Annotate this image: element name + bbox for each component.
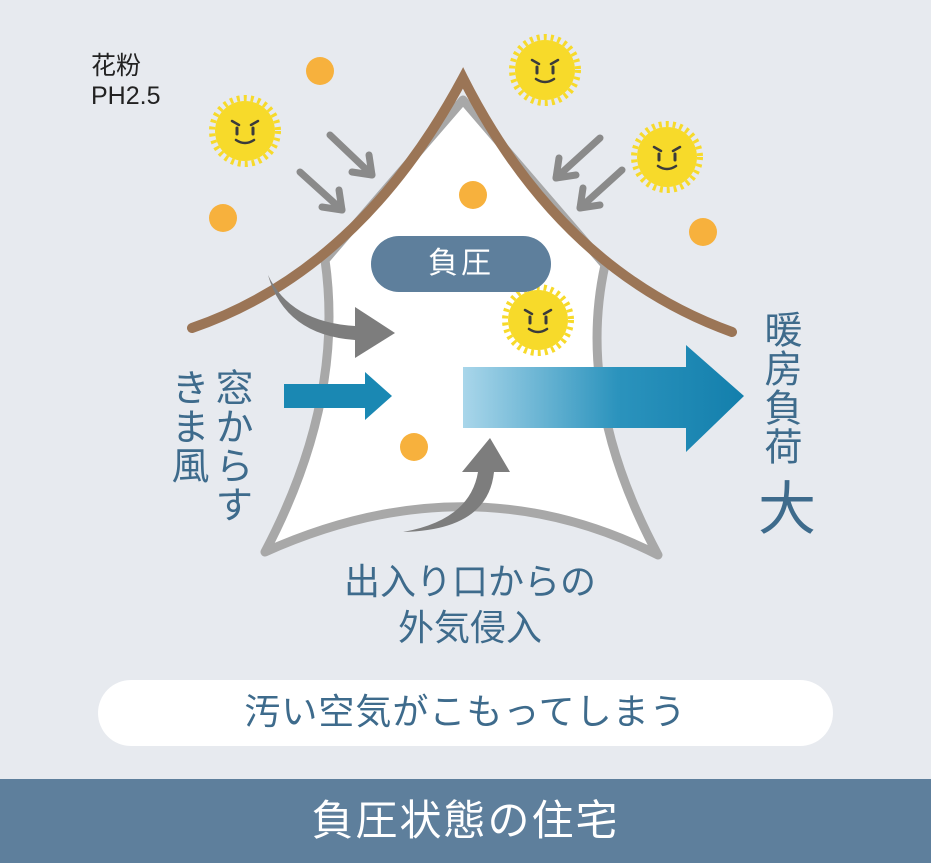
- gray-arrow-icon: [552, 134, 604, 182]
- summary-pill: 汚い空気がこもってしまう: [98, 680, 833, 746]
- blue-arrow-icon: [284, 372, 392, 420]
- pollen-dot-icon: [209, 204, 237, 232]
- footer-title: 負圧状態の住宅: [0, 779, 931, 863]
- entrance-label-line2: 外気侵入: [397, 608, 542, 649]
- roof: [187, 67, 737, 337]
- angry-sun-pollen-icon: [513, 38, 577, 102]
- angry-sun-pollen-icon: [506, 288, 570, 352]
- angry-sun-pollen-icon: [213, 99, 277, 163]
- window-draft-label: 窓からすきま風: [165, 368, 253, 524]
- gray-arrow-icon: [268, 275, 395, 358]
- angry-sun-pollen-icon: [635, 125, 699, 189]
- pollen-dot-icon: [689, 218, 717, 246]
- pollen-dot-icon: [400, 433, 428, 461]
- heating-load-emphasis: 大: [748, 478, 816, 537]
- legend: 花粉 PH2.5: [91, 51, 160, 111]
- negative-pressure-badge: 負圧: [371, 236, 551, 292]
- pollen-dot-icon: [459, 181, 487, 209]
- entrance-label: 出入り口からの 外気侵入: [290, 560, 650, 652]
- entrance-label-line1: 出入り口からの: [343, 562, 596, 603]
- gray-arrow-icon: [326, 131, 376, 179]
- gray-arrow-icon: [576, 166, 626, 212]
- pollen-dot-icon: [306, 57, 334, 85]
- gray-arrow-icon: [296, 168, 346, 214]
- heating-load-label: 暖房負荷: [758, 310, 802, 466]
- legend-pollen-label: 花粉: [91, 52, 142, 80]
- legend-pm-label: PH2.5: [91, 82, 161, 110]
- blue-arrow-icon: [463, 345, 744, 452]
- gray-arrow-icon: [403, 438, 510, 532]
